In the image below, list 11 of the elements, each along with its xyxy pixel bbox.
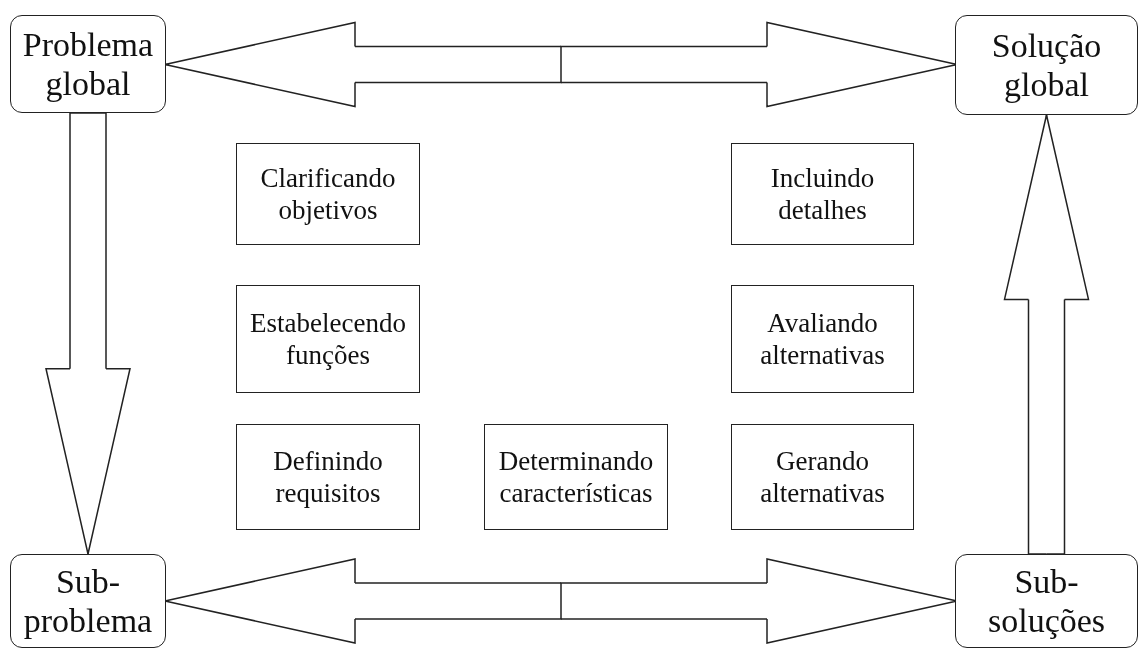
process-box: Determinando características <box>484 424 668 530</box>
process-box: Incluindo detalhes <box>731 143 914 245</box>
process-box: Sub-problema <box>10 554 166 648</box>
process-box: Solução global <box>955 15 1138 115</box>
process-box: Clarificando objetivos <box>236 143 420 245</box>
process-box: Definindo requisitos <box>236 424 420 530</box>
process-box: Sub-soluções <box>955 554 1138 648</box>
process-box: Problema global <box>10 15 166 113</box>
process-box: Avaliando alternativas <box>731 285 914 393</box>
process-box: Estabelecendo funções <box>236 285 420 393</box>
process-box: Gerando alternativas <box>731 424 914 530</box>
